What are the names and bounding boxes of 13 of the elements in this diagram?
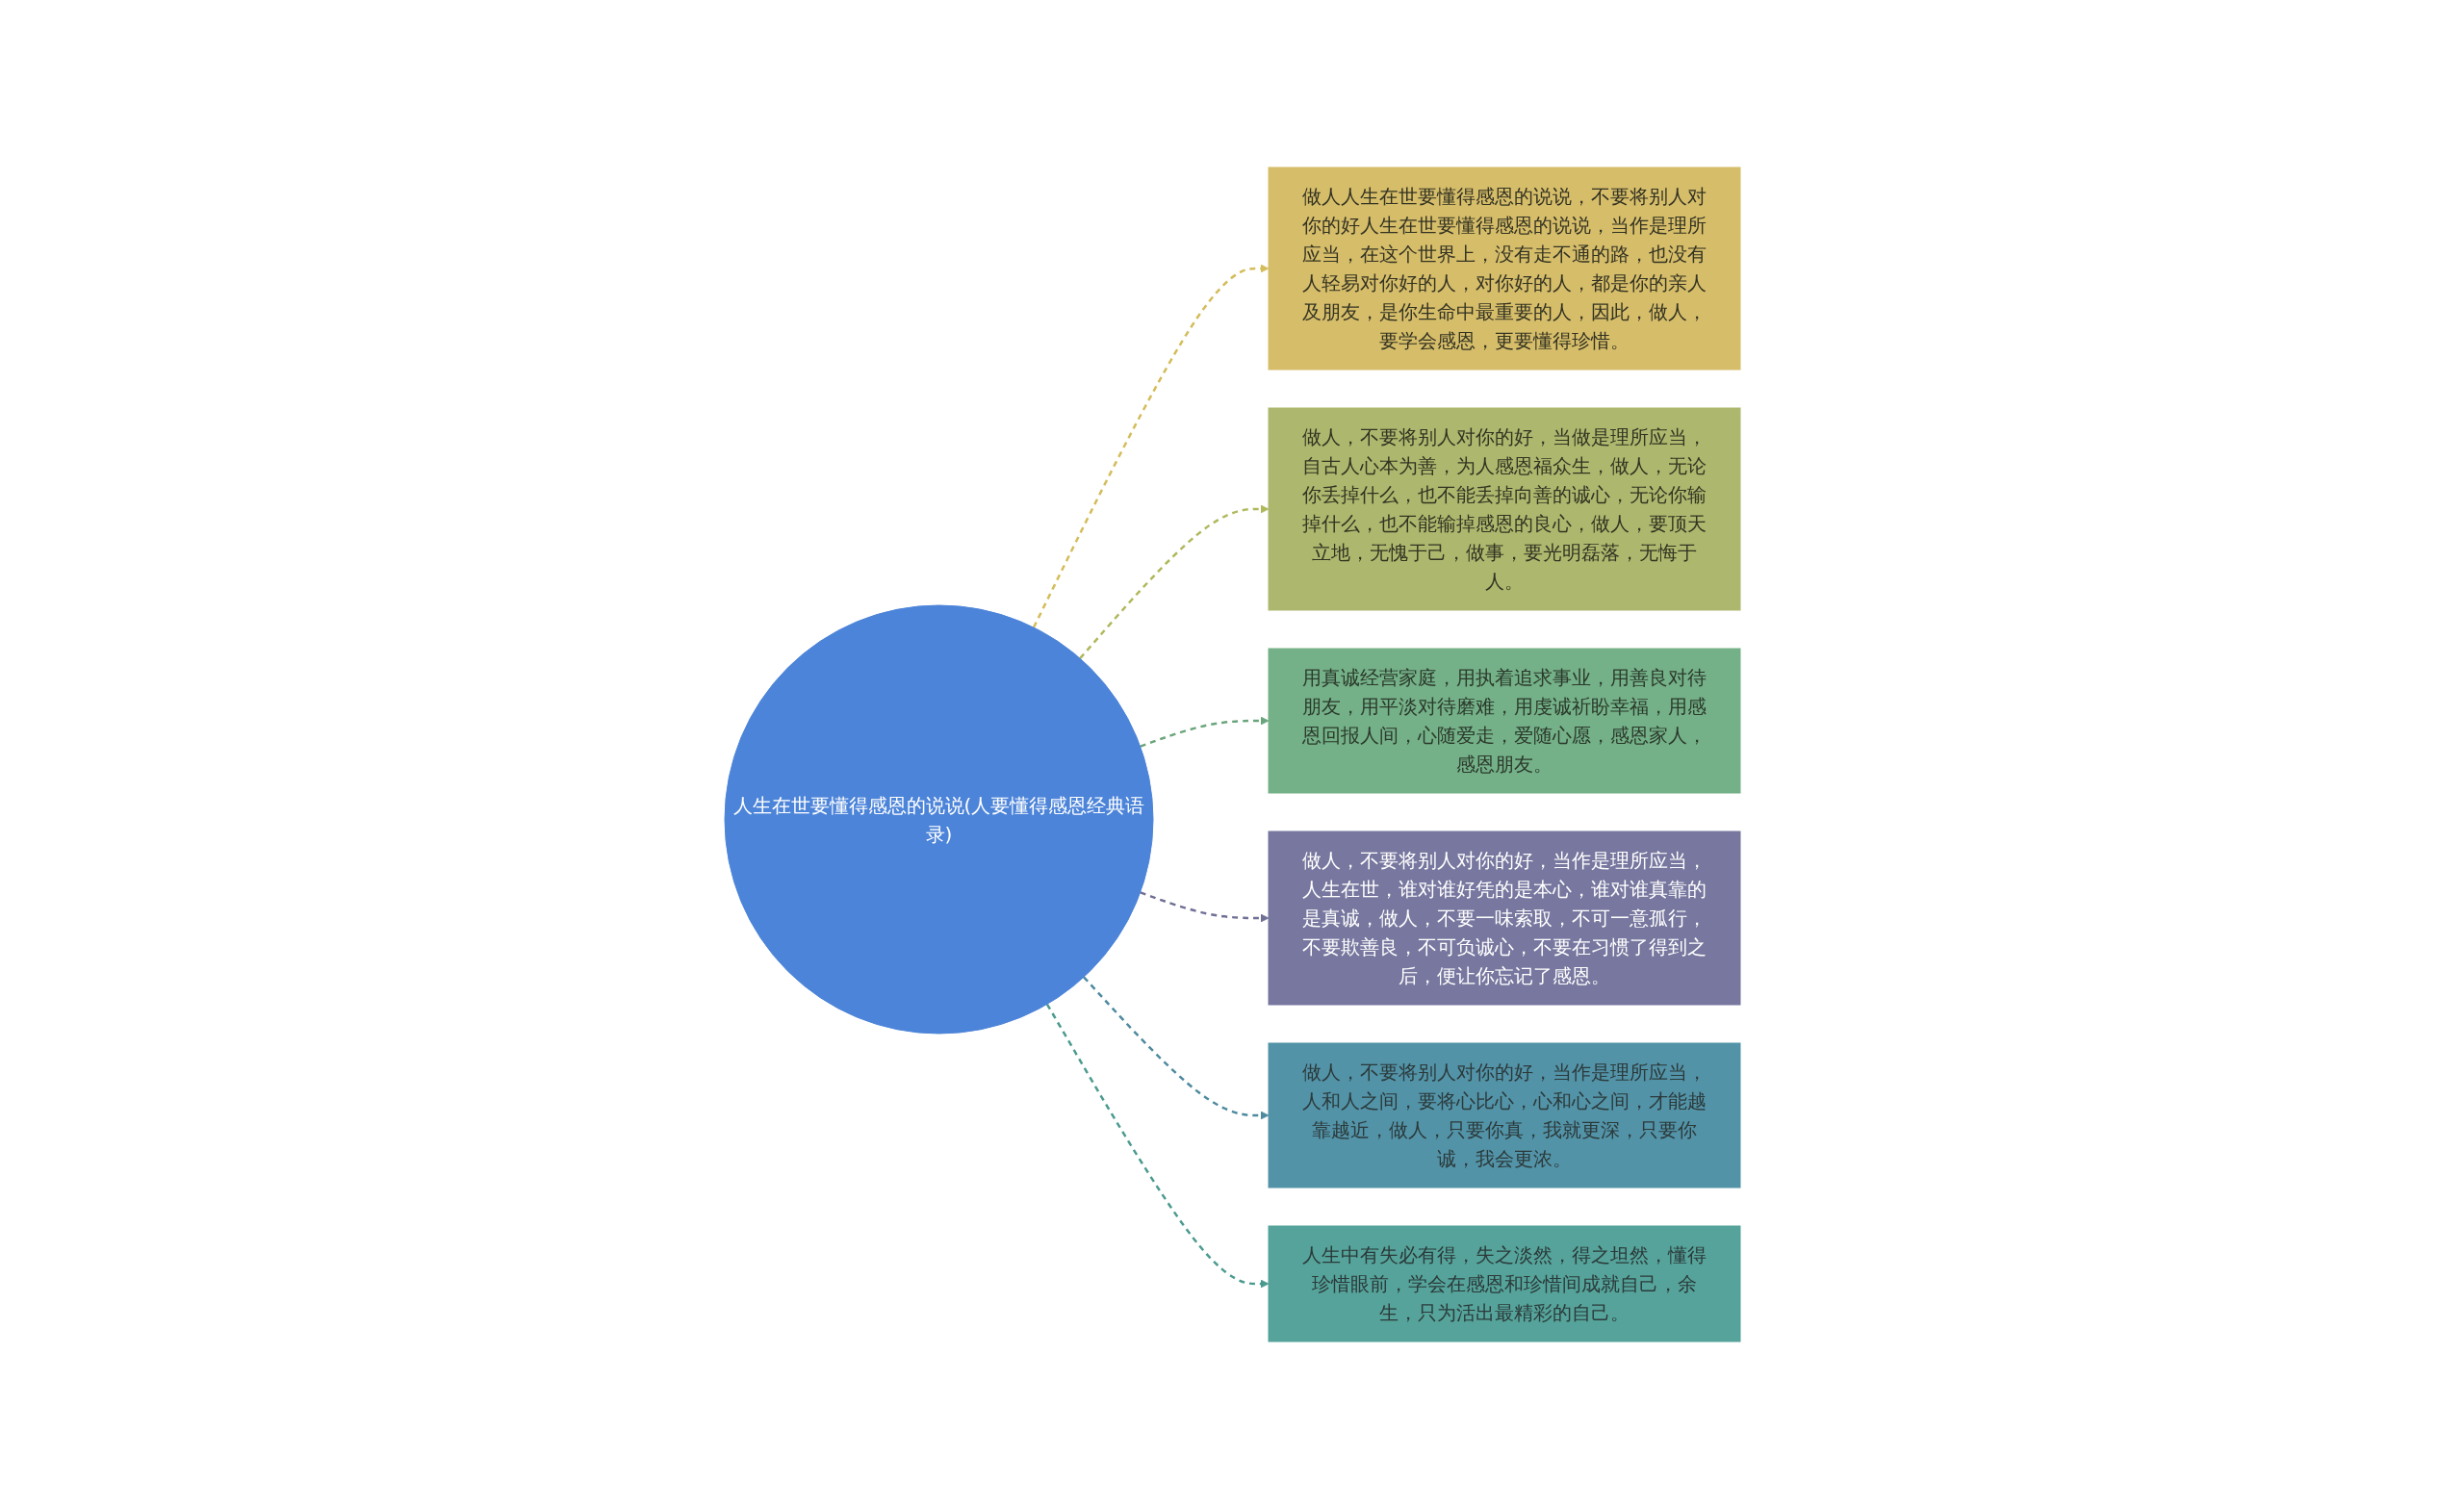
arrow — [1082, 976, 1269, 1119]
node-box: 做人，不要将别人对你的好，当作是理所应当，人生在世，谁对谁好凭的是本心，谁对谁真靠的是真诚，做人，不要一味索取，不可一意孤行，不要欺善良，不可负诚心，不要在习惯了得到之后，便让你忘记了感恩。 — [1268, 831, 1740, 1005]
node-circle: 人生在世要懂得感恩的说说(人要懂得感恩经典语录) — [724, 604, 1153, 1034]
node-box: 做人人生在世要懂得感恩的说说，不要将别人对你的好人生在世要懂得感恩的说说，当作是理所应当，在这个世界上，没有走不通的路，也没有人轻易对你好的人，对你好的人，都是你的亲人及朋友，是你生命中最重要的人，因此，做人，要学会感恩，更要懂得珍惜。 — [1268, 166, 1740, 370]
arrow — [1078, 504, 1269, 659]
arrow — [1139, 890, 1269, 922]
node-box: 用真诚经营家庭，用执着追求事业，用善良对待朋友，用平淡对待磨难，用虔诚祈盼幸福，用感恩回报人间，心随爱走，爱随心愿，感恩家人，感恩朋友。 — [1268, 648, 1740, 793]
arrow — [1032, 264, 1269, 628]
arrow — [1139, 716, 1269, 748]
arrow — [1045, 1003, 1269, 1288]
node-box: 做人，不要将别人对你的好，当做是理所应当，自古人心本为善，为人感恩福众生，做人，无论你丢掉什么，也不能丢掉向善的诚心，无论你输掉什么，也不能输掉感恩的良心，做人，要顶天立地，无愧于己，做事，要光明磊落，无悔于人。 — [1268, 407, 1740, 610]
node-box: 人生中有失必有得，失之淡然，得之坦然，懂得珍惜眼前，学会在感恩和珍惜间成就自己，余生，只为活出最精彩的自己。 — [1268, 1225, 1740, 1342]
node-box: 做人，不要将别人对你的好，当作是理所应当，人和人之间，要将心比心，心和心之间，才能越靠越近，做人，只要你真，我就更深，只要你诚，我会更浓。 — [1268, 1042, 1740, 1188]
